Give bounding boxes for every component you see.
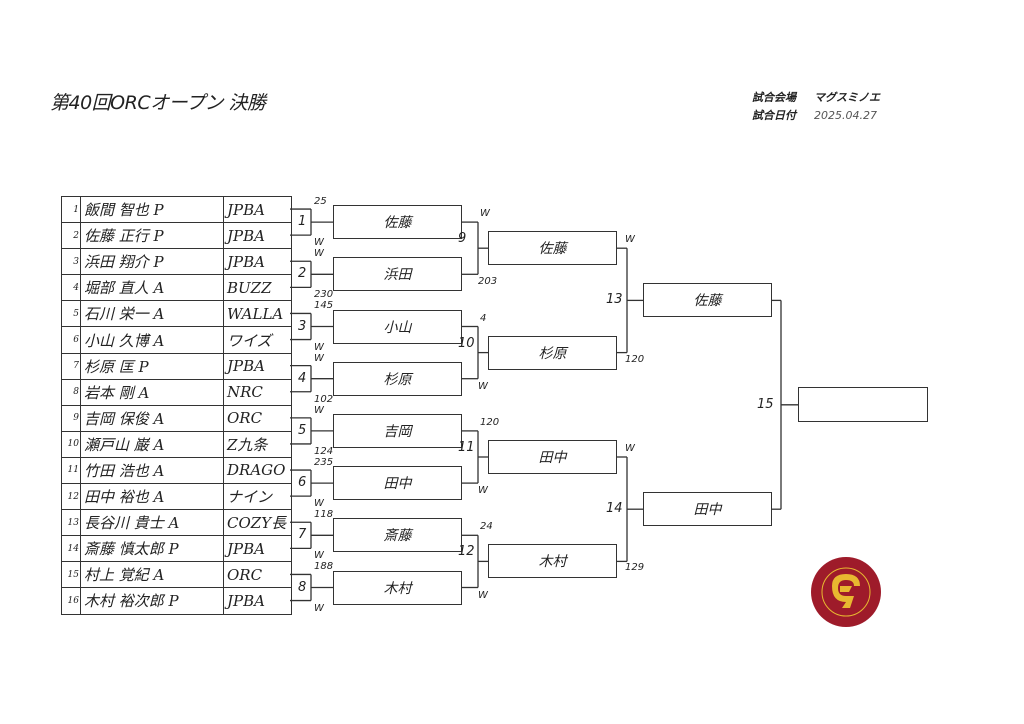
- player-name: 杉原 匡 P: [80, 352, 224, 380]
- player-name: 石川 栄一 A: [80, 300, 224, 328]
- player-team: JPBA: [223, 222, 292, 250]
- player-team: JPBA: [223, 587, 292, 615]
- player-team: NRC: [223, 378, 292, 406]
- player-name: 竹田 浩也 A: [80, 456, 224, 485]
- score-top: W: [625, 443, 635, 454]
- score-top: W: [480, 208, 490, 220]
- champion-box: [798, 386, 928, 422]
- score-top: 118: [314, 509, 334, 521]
- venue-label: 試合会場: [752, 91, 796, 104]
- score-bottom: 203: [478, 276, 498, 288]
- match-number: 6: [298, 475, 307, 491]
- date-row: 試合日付 2025.04.27: [752, 107, 877, 123]
- winner-box: 小山: [333, 309, 462, 344]
- winner-box: 佐藤: [643, 283, 772, 318]
- winner-box: 斎藤: [333, 518, 462, 553]
- player-team: Z九条: [223, 430, 292, 458]
- match-number: 8: [298, 579, 307, 595]
- score-bottom: 120: [625, 353, 645, 365]
- winner-box: 杉原: [488, 335, 617, 370]
- match-number: 11: [458, 440, 475, 455]
- score-top: 235: [314, 457, 334, 469]
- player-team: JPBA: [223, 535, 292, 563]
- orc-logo: [811, 557, 881, 627]
- score-bottom: 129: [625, 562, 645, 574]
- score-bottom: W: [314, 602, 324, 614]
- score-top: 145: [314, 300, 334, 312]
- score-top: W: [314, 352, 324, 364]
- player-team: COZY長: [223, 509, 292, 537]
- match-number: 1: [298, 214, 307, 230]
- match-number: 4: [298, 370, 307, 386]
- winner-box: 佐藤: [333, 205, 462, 240]
- winner-box: 吉岡: [333, 413, 462, 448]
- score-top: W: [314, 404, 324, 416]
- winner-box: 浜田: [333, 257, 462, 292]
- score-bottom: 102: [314, 393, 334, 405]
- score-bottom: 124: [314, 445, 334, 457]
- score-bottom: W: [478, 485, 488, 497]
- score-bottom: W: [314, 237, 324, 249]
- score-top: W: [625, 234, 635, 246]
- match-number: 13: [606, 292, 623, 308]
- winner-box: 杉原: [333, 361, 462, 396]
- match-number: 5: [298, 422, 307, 438]
- match-number: 10: [458, 335, 475, 351]
- winner-box: 佐藤: [488, 231, 617, 266]
- player-team: JPBA: [223, 195, 292, 224]
- winner-box: 田中: [643, 492, 772, 527]
- score-bottom: W: [314, 498, 324, 510]
- winner-box: 田中: [488, 440, 617, 474]
- winner-box: 田中: [333, 466, 462, 501]
- player-team: WALLA: [223, 300, 292, 328]
- match-number: 9: [458, 231, 467, 247]
- player-team: ワイズ: [223, 326, 292, 354]
- date-label: 試合日付: [752, 109, 796, 122]
- player-team: ナイン: [223, 483, 292, 511]
- player-name: 木村 裕次郎 P: [80, 587, 224, 615]
- match-number: 3: [298, 318, 307, 334]
- match-number: 12: [458, 544, 475, 560]
- match-number: 14: [606, 501, 623, 517]
- score-bottom: W: [478, 380, 488, 392]
- venue-value: マグスミノエ: [814, 91, 880, 104]
- match-number: 2: [298, 266, 307, 282]
- player-name: 浜田 翔介 P: [80, 248, 224, 276]
- score-top: 24: [480, 521, 493, 533]
- final-match-number: 15: [757, 396, 774, 412]
- match-number: 7: [298, 527, 307, 543]
- winner-box: 木村: [333, 570, 462, 605]
- page-title: 第40回ORCオープン 決勝: [50, 92, 266, 114]
- score-bottom: W: [314, 341, 324, 353]
- score-bottom: W: [314, 550, 324, 562]
- player-name: 田中 裕也 A: [80, 483, 224, 511]
- venue-row: 試合会場 マグスミノエ: [752, 89, 880, 105]
- score-top: 188: [314, 561, 334, 573]
- winner-box: 木村: [488, 544, 617, 579]
- score-bottom: 230: [314, 289, 334, 301]
- player-team: BUZZ: [223, 274, 292, 302]
- score-bottom: W: [478, 589, 488, 601]
- player-name: 吉岡 保俊 A: [80, 404, 224, 432]
- score-top: 25: [314, 196, 327, 208]
- score-top: 120: [480, 416, 500, 428]
- player-name: 瀬戸山 巌 A: [80, 430, 224, 458]
- score-top: 4: [480, 312, 487, 324]
- date-value: 2025.04.27: [814, 109, 877, 122]
- score-top: W: [314, 248, 324, 260]
